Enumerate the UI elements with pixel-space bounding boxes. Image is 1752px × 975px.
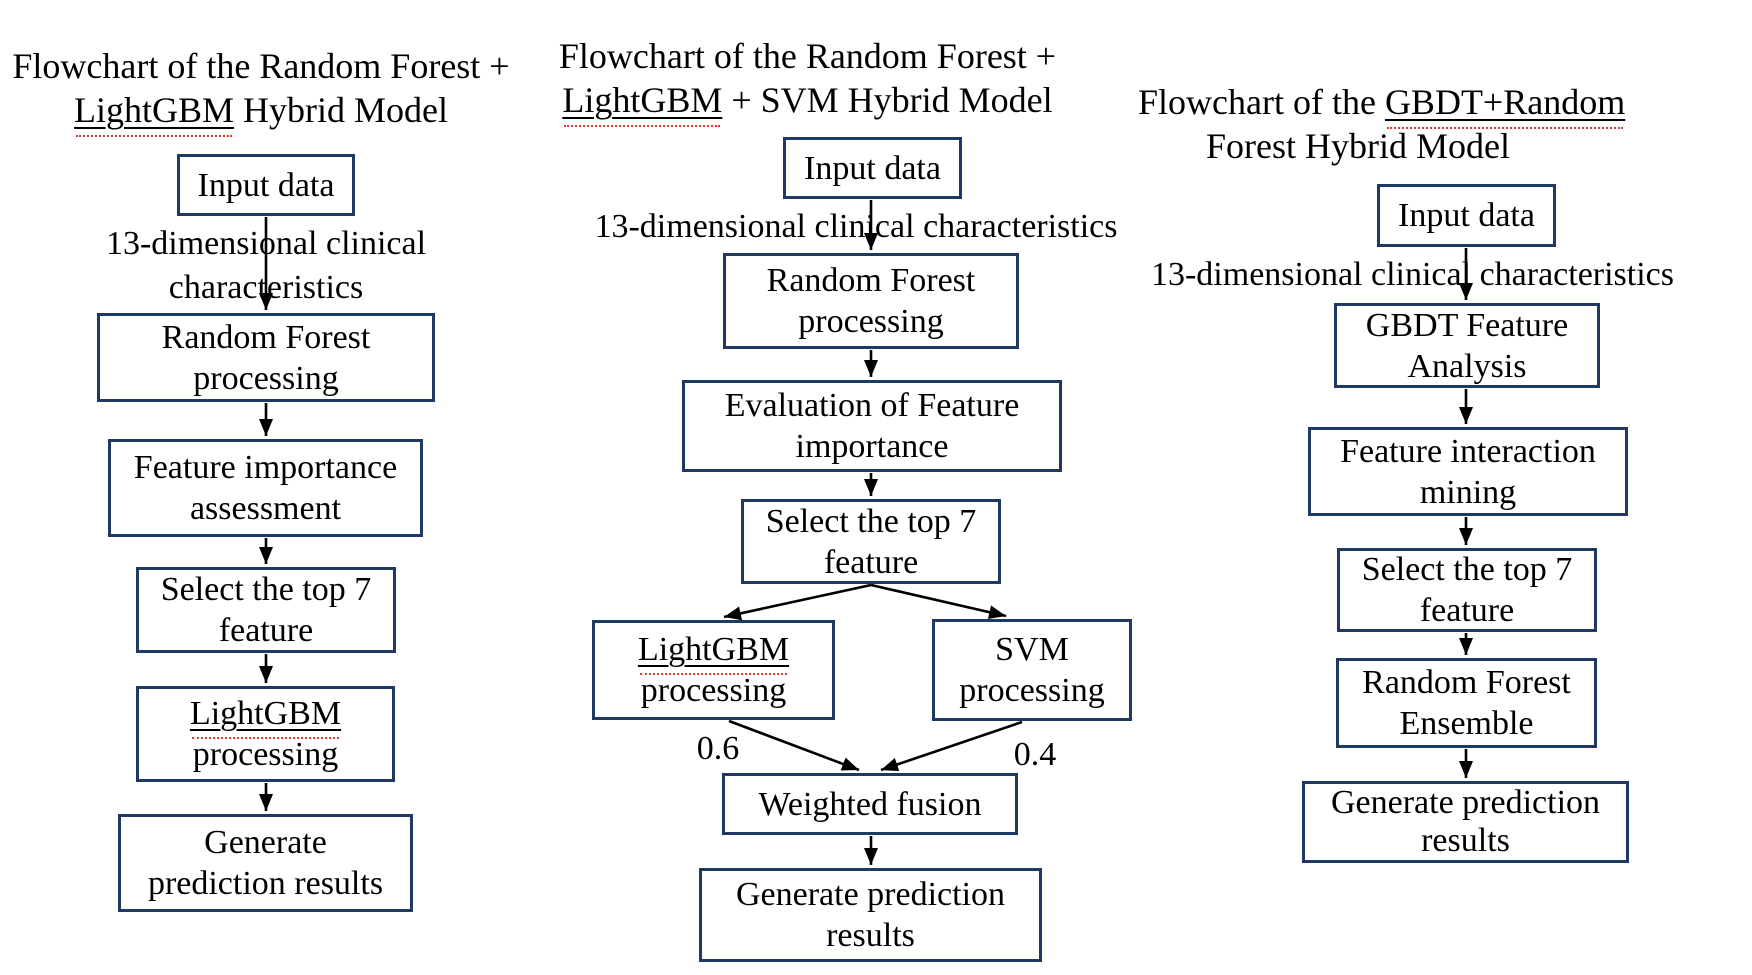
middle-node-weighted-fusion: Weighted fusion — [722, 773, 1018, 835]
middle-weight-0-6: 0.6 — [696, 730, 740, 767]
left-node-select-line2: feature — [218, 612, 314, 649]
left-title-line1: Flowchart of the Random Forest + — [5, 44, 517, 88]
middle-node-rf-line1: Random Forest — [766, 262, 976, 299]
middle-node-random-forest-processing: Random Forest processing — [723, 253, 1019, 349]
middle-node-input-data-label: Input data — [804, 149, 941, 187]
left-node-rf-line2: processing — [193, 359, 339, 397]
left-node-gen-line1: Generate — [204, 824, 327, 861]
middle-annotation-line1: 13-dimensional clinical characteristics — [594, 208, 1118, 245]
middle-annotation-13-dimensional: 13-dimensional clinical characteristics — [516, 205, 1196, 249]
middle-node-lightgbm-processing: LightGBM processing — [592, 620, 835, 720]
right-node-gen-line1: Generate prediction — [1330, 784, 1601, 821]
right-node-input-data: Input data — [1377, 184, 1556, 247]
left-node-select-line1: Select the top 7 — [160, 571, 372, 608]
right-node-generate-prediction-results: Generate prediction results — [1302, 781, 1629, 863]
left-title-lightgbm-underlined: LightGBM — [74, 90, 235, 137]
right-title-text2: Forest Hybrid Model — [1206, 126, 1510, 166]
arrow-middle-svm-to-fusion — [880, 720, 1023, 772]
left-node-gen-line2: prediction results — [147, 865, 384, 902]
left-node-lgbm-line2: processing — [192, 736, 339, 773]
left-node-rf-line1: Random Forest — [161, 318, 371, 356]
middle-node-select-line2: feature — [823, 543, 919, 581]
right-node-gen-line2: results — [1421, 822, 1510, 859]
right-title: Flowchart of the GBDT+Random Forest Hybr… — [1138, 80, 1625, 168]
middle-node-eval-line1: Evaluation of Feature — [724, 387, 1020, 424]
left-node-generate-prediction-results: Generate prediction results — [118, 814, 413, 912]
left-annotation-line1: 13-dimensional clinical — [105, 225, 427, 262]
middle-node-eval-line2: importance — [795, 428, 949, 465]
middle-node-evaluation-feature-importance: Evaluation of Feature importance — [682, 380, 1062, 472]
left-title-text1: Flowchart of the Random Forest + — [12, 46, 510, 86]
right-node-gbdt-line2: Analysis — [1407, 347, 1527, 385]
middle-node-svm-line2: processing — [959, 672, 1105, 709]
middle-node-svm-processing: SVM processing — [932, 619, 1132, 721]
left-node-input-data: Input data — [177, 154, 355, 216]
left-node-fia-line1: Feature importance — [133, 449, 398, 486]
middle-node-fusion-label: Weighted fusion — [758, 785, 982, 823]
left-node-lgbm-line1: LightGBM — [189, 693, 342, 739]
right-node-rfe-line2: Ensemble — [1399, 705, 1534, 742]
middle-title-line1: Flowchart of the Random Forest + — [555, 34, 1060, 78]
right-node-select-line1: Select the top 7 — [1361, 551, 1573, 588]
right-node-fim-line2: mining — [1419, 473, 1517, 511]
left-title-text2: Hybrid Model — [234, 90, 448, 130]
middle-title-line2: LightGBM + SVM Hybrid Model — [555, 78, 1060, 127]
left-node-input-data-label: Input data — [197, 166, 335, 204]
left-annotation-line2: characteristics — [168, 269, 364, 306]
right-node-select-top7-feature: Select the top 7 feature — [1337, 548, 1597, 632]
middle-weight-left-label: 0.6 — [686, 730, 750, 768]
right-node-feature-interaction-mining: Feature interaction mining — [1308, 427, 1628, 516]
left-node-random-forest-processing: Random Forest processing — [97, 313, 435, 402]
left-node-feature-importance-assessment: Feature importance assessment — [108, 439, 423, 537]
middle-node-generate-prediction-results: Generate prediction results — [699, 868, 1042, 962]
middle-node-input-data: Input data — [783, 137, 962, 199]
left-node-fia-line2: assessment — [189, 490, 342, 527]
right-title-line2: Forest Hybrid Model — [1138, 124, 1578, 168]
middle-node-select-line1: Select the top 7 — [765, 502, 977, 540]
middle-node-lightgbm-underlined: LightGBM — [637, 631, 790, 675]
right-node-random-forest-ensemble: Random Forest Ensemble — [1336, 658, 1597, 748]
right-node-gbdt-line1: GBDT Feature — [1365, 306, 1569, 344]
middle-node-rf-line2: processing — [798, 303, 944, 340]
middle-node-gen-line1: Generate prediction — [735, 876, 1006, 913]
middle-title-text1: Flowchart of the Random Forest + — [558, 36, 1057, 76]
middle-node-lgbm-line2: processing — [640, 672, 787, 709]
right-node-fim-line1: Feature interaction — [1340, 432, 1596, 470]
middle-node-lgbm-line1: LightGBM — [637, 629, 790, 675]
right-node-gbdt-feature-analysis: GBDT Feature Analysis — [1334, 303, 1600, 388]
middle-title-lightgbm-underlined: LightGBM — [562, 80, 723, 127]
right-node-rfe-line1: Random Forest — [1362, 664, 1571, 701]
right-title-text1: Flowchart of the — [1138, 82, 1385, 122]
arrow-middle-select-to-lgbm — [723, 583, 872, 621]
right-title-gbdt-random-underlined: GBDT+Random — [1384, 82, 1626, 129]
right-annotation-13-dimensional: 13-dimensional clinical characteristics — [1073, 253, 1752, 297]
middle-node-select-top7-feature: Select the top 7 feature — [741, 499, 1001, 584]
left-node-lightgbm-underlined: LightGBM — [189, 695, 342, 739]
left-title-line2: LightGBM Hybrid Model — [5, 88, 517, 137]
middle-node-gen-line2: results — [826, 917, 915, 954]
right-annotation-line1: 13-dimensional clinical characteristics — [1150, 256, 1674, 293]
right-node-select-line2: feature — [1419, 592, 1515, 629]
middle-title: Flowchart of the Random Forest + LightGB… — [555, 34, 1060, 127]
left-node-select-top7-feature: Select the top 7 feature — [136, 567, 396, 653]
middle-title-text2: + SVM Hybrid Model — [722, 80, 1053, 120]
left-node-lightgbm-processing: LightGBM processing — [136, 686, 395, 782]
middle-weight-right-label: 0.4 — [1003, 736, 1067, 774]
left-annotation-13-dimensional: 13-dimensional clinical characteristics — [40, 222, 492, 310]
middle-weight-0-4: 0.4 — [1013, 736, 1057, 773]
arrow-middle-select-to-svm — [870, 583, 1007, 620]
middle-node-svm-line1: SVM — [995, 631, 1069, 668]
right-node-input-data-label: Input data — [1398, 197, 1535, 234]
right-title-line1: Flowchart of the GBDT+Random — [1138, 80, 1625, 129]
left-title: Flowchart of the Random Forest + LightGB… — [5, 44, 517, 137]
